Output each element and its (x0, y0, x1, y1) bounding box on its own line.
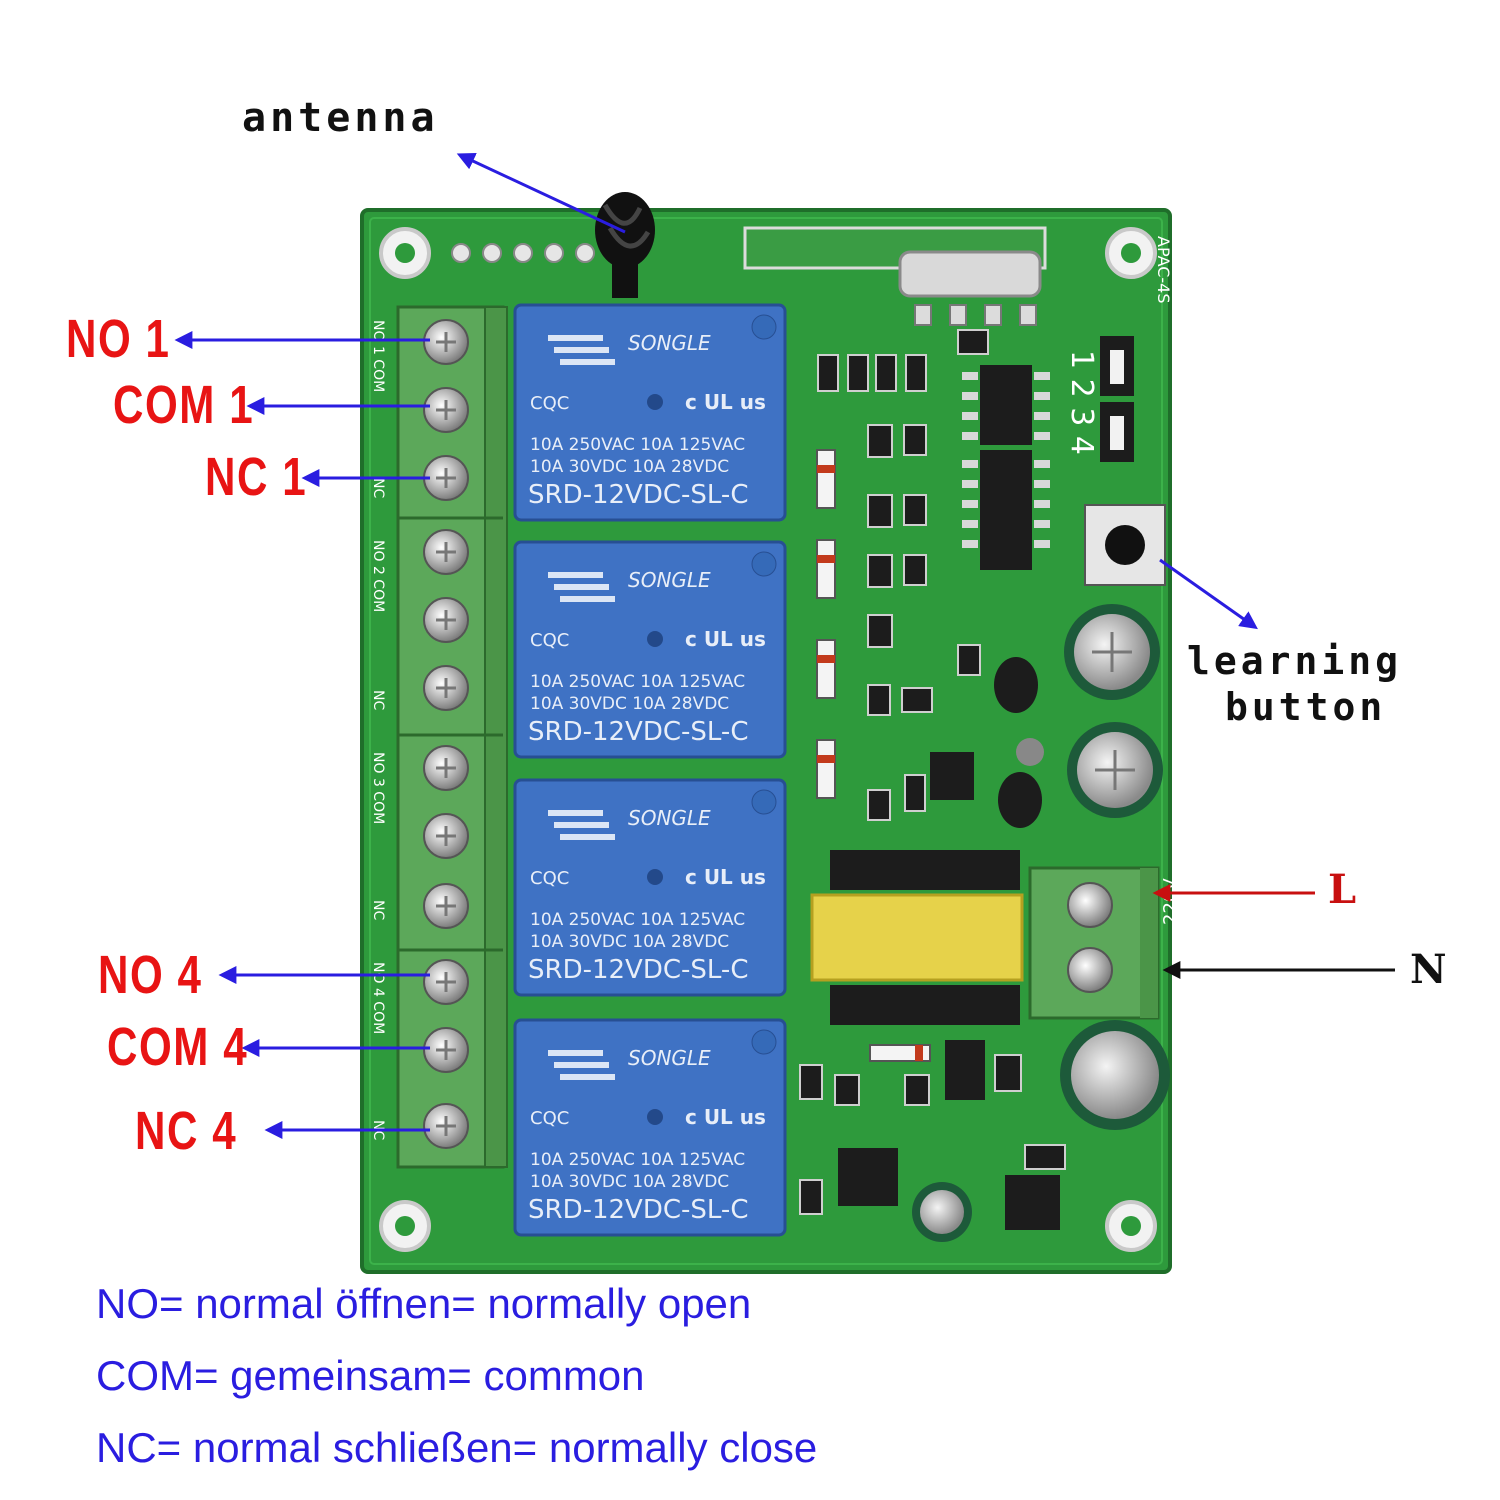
svg-text:SONGLE: SONGLE (628, 331, 711, 355)
svg-text:c UL us: c UL us (685, 627, 766, 651)
svg-text:10A 30VDC 10A 28VDC: 10A 30VDC 10A 28VDC (530, 457, 729, 477)
callout-arrows (174, 152, 1395, 1139)
pin-label-no1: NO 1 (66, 309, 171, 369)
svg-text:NC: NC (370, 690, 386, 710)
antenna-label: antenna (242, 95, 439, 141)
diodes (816, 449, 931, 1062)
ic-chips (838, 365, 1060, 1230)
relay-4: SONGLE CQC c UL us 10A 250VAC 10A 125VAC10A… (513, 1018, 787, 1237)
relay-1: SONGLE CQC c UL us 10A 250VAC 10A 125VAC10A… (513, 303, 787, 522)
svg-text:NO 2 COM: NO 2 COM (370, 540, 386, 612)
svg-text:10A 250VAC 10A 125VAC: 10A 250VAC 10A 125VAC (530, 435, 745, 455)
antenna-coil (595, 192, 655, 298)
learning-label-line2: button (1225, 685, 1387, 729)
svg-text:APAC-4S: APAC-4S (1154, 236, 1173, 304)
svg-text:SRD-12VDC-SL-C: SRD-12VDC-SL-C (528, 480, 748, 510)
pin-label-nc4: NC 4 (135, 1101, 238, 1161)
svg-text:SRD-12VDC-SL-C: SRD-12VDC-SL-C (528, 1195, 748, 1225)
svg-text:220V: 220V (1160, 878, 1181, 925)
pin-label-nc1: NC 1 (205, 447, 308, 507)
terminal-strip-left (396, 305, 508, 1169)
svg-text:10A 30VDC 10A 28VDC: 10A 30VDC 10A 28VDC (530, 1172, 729, 1192)
relay-3: SONGLE CQC c UL us 10A 250VAC 10A 125VAC10A… (513, 778, 787, 997)
live-label: L (1328, 866, 1357, 913)
svg-text:SONGLE: SONGLE (628, 1046, 711, 1070)
ic-pins (962, 372, 1050, 548)
svg-text:10A 250VAC 10A 125VAC: 10A 250VAC 10A 125VAC (530, 910, 745, 930)
svg-text:c UL us: c UL us (685, 390, 766, 414)
legend-line-nc: NC= normal schließen= normally close (96, 1424, 818, 1471)
learning-button[interactable] (1084, 504, 1166, 586)
svg-text:c UL us: c UL us (685, 1105, 766, 1129)
silkscreen-left: NO 1 COM NC NO 2 COM NC NO 3 COM NC NO 4… (370, 320, 386, 1140)
svg-text:NC: NC (370, 478, 386, 498)
capacitors (912, 604, 1170, 1242)
svg-text:NC: NC (370, 900, 386, 920)
svg-text:10A 250VAC 10A 125VAC: 10A 250VAC 10A 125VAC (530, 672, 745, 692)
svg-text:c UL us: c UL us (685, 865, 766, 889)
transistors (994, 657, 1042, 828)
svg-text:10A 250VAC 10A 125VAC: 10A 250VAC 10A 125VAC (530, 1150, 745, 1170)
legend-line-com: COM= gemeinsam= common (96, 1352, 645, 1399)
svg-text:CQC: CQC (530, 868, 569, 889)
smd-components (799, 329, 1066, 1215)
relay-2: SONGLE CQC c UL us 10A 250VAC 10A 125VAC10A… (513, 540, 787, 759)
power-terminal (1028, 866, 1160, 1020)
svg-text:SONGLE: SONGLE (628, 806, 711, 830)
svg-text:CQC: CQC (530, 1108, 569, 1129)
neutral-label: N (1410, 946, 1447, 993)
svg-text:NO 3 COM: NO 3 COM (370, 752, 386, 824)
legend-line-no: NO= normal öffnen= normally open (96, 1280, 752, 1327)
transformer (810, 850, 1024, 1025)
svg-text:SRD-12VDC-SL-C: SRD-12VDC-SL-C (528, 955, 748, 985)
svg-text:10A 30VDC 10A 28VDC: 10A 30VDC 10A 28VDC (530, 932, 729, 952)
svg-text:NO 1 COM: NO 1 COM (370, 320, 386, 392)
pin-label-no4: NO 4 (98, 945, 203, 1005)
header-pads (451, 243, 595, 263)
pin-label-com1: COM 1 (113, 375, 255, 435)
svg-text:1 2 3 4: 1 2 3 4 (1064, 350, 1099, 455)
svg-text:CQC: CQC (530, 393, 569, 414)
svg-text:10A 30VDC 10A 28VDC: 10A 30VDC 10A 28VDC (530, 694, 729, 714)
rf-module (743, 226, 1047, 270)
pin-label-com4: COM 4 (107, 1017, 249, 1077)
svg-text:SRD-12VDC-SL-C: SRD-12VDC-SL-C (528, 717, 748, 747)
svg-text:CQC: CQC (530, 630, 569, 651)
learning-label-line1: learning (1187, 639, 1403, 683)
svg-text:NO 4 COM: NO 4 COM (370, 962, 386, 1034)
svg-text:SONGLE: SONGLE (628, 568, 711, 592)
